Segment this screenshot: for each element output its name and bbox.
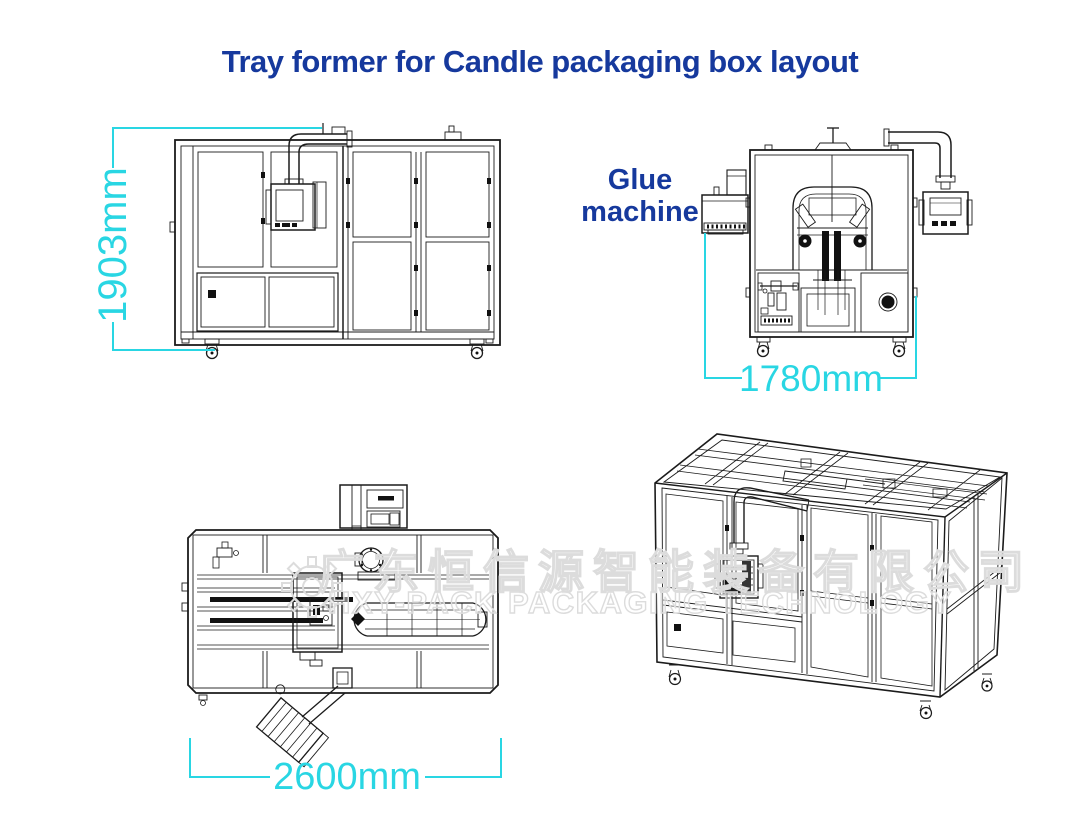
height-dimension-label: 1903mm xyxy=(91,167,135,323)
width-dimension-lines xyxy=(704,233,917,379)
side-view-drawing: 1780mm xyxy=(701,127,973,399)
length-dimension-label: 2600mm xyxy=(273,756,421,798)
isometric-view-drawing xyxy=(654,433,1008,720)
length-dimension-lines xyxy=(189,738,502,778)
glue-machine-label: Glue machine xyxy=(581,164,699,228)
height-dimension-lines xyxy=(112,127,322,351)
width-dimension-label: 1780mm xyxy=(739,358,883,399)
top-view-drawing: 2600mm xyxy=(181,484,502,798)
page-title: Tray former for Candle packaging box lay… xyxy=(221,44,859,79)
front-view-drawing: 1903mm xyxy=(91,123,501,360)
